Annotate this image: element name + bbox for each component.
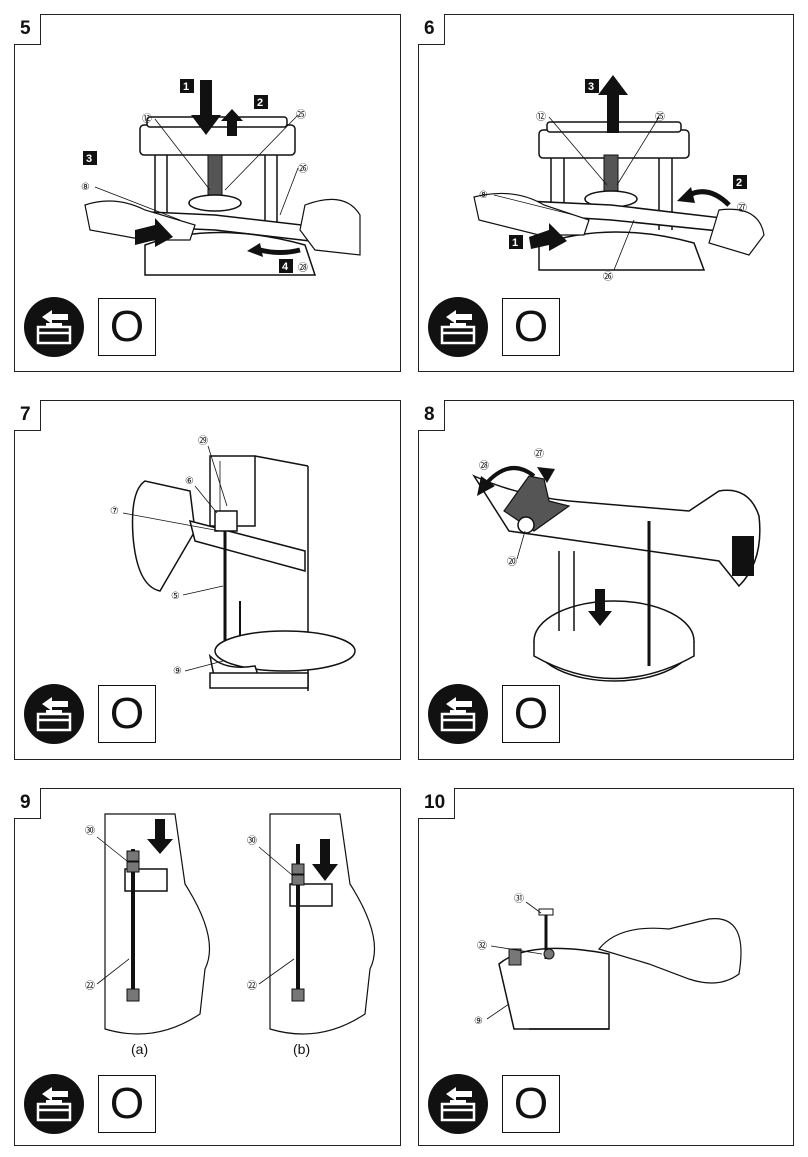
panel-number: 9 — [14, 788, 41, 819]
callout-label: ㉒ — [85, 980, 95, 992]
step-label: 3 — [588, 81, 594, 93]
step-label: 4 — [282, 261, 289, 273]
switch-off-symbol: O — [98, 298, 156, 356]
panel-5: 5 1 2 3 4 ⑫ ㉕ ㉖ ⑧ — [14, 14, 401, 372]
illustration-stopper-screw: ㉛ ㉜ ⑨ — [474, 893, 742, 1030]
callout-label: ㉗ — [737, 202, 747, 214]
step-label: 1 — [512, 237, 518, 249]
unplug-battery-icon — [428, 297, 488, 357]
callout-label: ㉖ — [298, 163, 308, 175]
panel-number: 7 — [14, 400, 41, 431]
callout-label: ⑫ — [142, 113, 152, 125]
callout-label: ㉒ — [247, 980, 257, 992]
panel-number: 8 — [418, 400, 445, 431]
callout-label: ㉕ — [655, 111, 665, 123]
callout-label: ㉗ — [534, 448, 544, 460]
unplug-battery-icon — [24, 1074, 84, 1134]
panel-6: 6 3 2 1 ⑫ ㉕ ⑧ ㉗ ㉖ O — [418, 14, 794, 372]
illustration-bit-removal: 3 2 1 ⑫ ㉕ ⑧ ㉗ ㉖ — [473, 75, 765, 283]
callout-label: ㉕ — [296, 109, 306, 121]
figure-sublabel-b: (b) — [293, 1041, 311, 1057]
callout-label: ㉚ — [247, 835, 257, 847]
switch-off-symbol: O — [502, 685, 560, 743]
illustration-stopper-pole: ㉚ ㉒ ㉚ ㉒ — [85, 813, 376, 1035]
callout-label: ⑥ — [185, 476, 194, 487]
callout-label: ⑧ — [479, 190, 488, 201]
illustration-lock-lever: ㉘ ㉗ ⑳ — [472, 448, 761, 682]
switch-off-symbol: O — [98, 685, 156, 743]
switch-off-symbol: O — [502, 1075, 560, 1133]
panel-7: 7 ㉙ ⑥ ⑦ ⑤ ⑨ O — [14, 400, 401, 760]
panel-number: 6 — [418, 14, 445, 45]
callout-label: ⑳ — [507, 556, 517, 568]
illustration-depth-adjustment: ㉙ ⑥ ⑦ ⑤ ⑨ — [110, 435, 356, 691]
callout-label: ⑤ — [171, 591, 180, 602]
callout-label: ⑧ — [81, 182, 90, 193]
panel-number: 5 — [14, 14, 41, 45]
callout-label: ㉜ — [477, 940, 487, 952]
callout-label: ㉙ — [198, 435, 208, 447]
panel-number: 10 — [418, 788, 456, 819]
callout-label: ㉚ — [85, 825, 95, 837]
switch-off-symbol: O — [98, 1075, 156, 1133]
callout-label: ㉘ — [298, 262, 308, 274]
panel-8: 8 ㉘ ㉗ ⑳ O — [418, 400, 794, 760]
callout-label: ㉖ — [603, 271, 613, 283]
illustration-bit-installation: 1 2 3 4 ⑫ ㉕ ㉖ ⑧ ㉘ — [81, 79, 361, 276]
callout-label: ⑫ — [536, 111, 546, 123]
callout-label: ⑨ — [474, 1016, 483, 1027]
unplug-battery-icon — [24, 684, 84, 744]
switch-off-symbol: O — [502, 298, 560, 356]
callout-label: ⑦ — [110, 506, 119, 517]
step-label: 3 — [86, 153, 92, 165]
unplug-battery-icon — [24, 297, 84, 357]
unplug-battery-icon — [428, 1074, 488, 1134]
step-label: 1 — [183, 81, 189, 93]
panel-9: 9 ㉚ ㉒ ㉚ ㉒ (a) (b) O — [14, 788, 401, 1146]
figure-sublabel-a: (a) — [131, 1041, 149, 1057]
step-label: 2 — [736, 177, 742, 189]
panel-10: 10 ㉛ ㉜ ⑨ O — [418, 788, 794, 1146]
callout-label: ㉛ — [514, 893, 524, 905]
step-label: 2 — [257, 97, 263, 109]
callout-label: ⑨ — [173, 666, 182, 677]
unplug-battery-icon — [428, 684, 488, 744]
callout-label: ㉘ — [479, 460, 489, 472]
